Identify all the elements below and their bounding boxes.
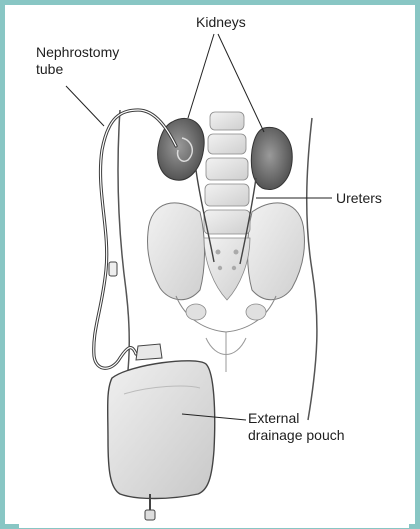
spine [204, 112, 250, 300]
drainage-pouch [108, 344, 215, 520]
kidneys-label: Kidneys [196, 14, 246, 31]
nephrostomy-label-line-2: tube [36, 61, 119, 78]
nephrostomy-tube-label: Nephrostomy tube [36, 44, 119, 78]
tube-connector [109, 262, 117, 276]
ureters-label: Ureters [336, 190, 382, 207]
pouch-label-line-1: External [248, 410, 345, 427]
pouch-label-line-2: drainage pouch [248, 427, 345, 444]
drainage-pouch-label: External drainage pouch [248, 410, 345, 444]
right-kidney [251, 127, 292, 189]
kidneys-leader-left [188, 34, 214, 118]
body-outline-right [307, 118, 317, 420]
nephrostomy-label-line-1: Nephrostomy [36, 44, 119, 61]
nephrostomy-leader [66, 86, 104, 126]
